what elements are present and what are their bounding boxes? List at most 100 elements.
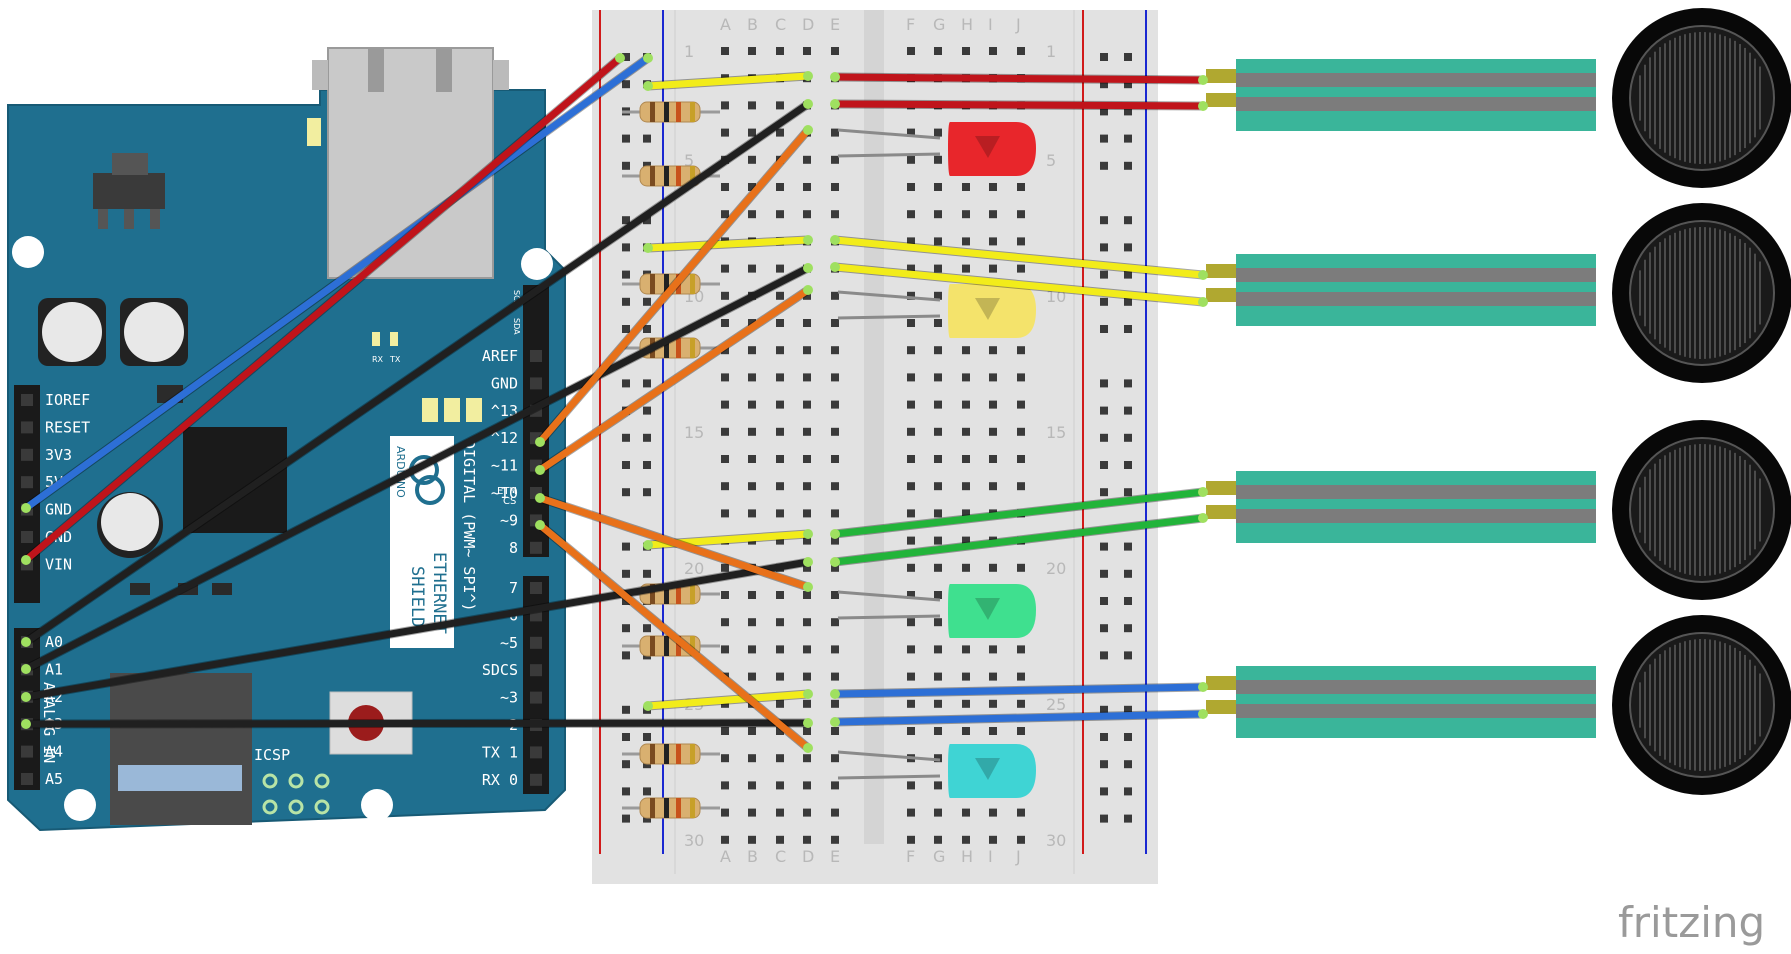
breadboard-hole (934, 672, 942, 681)
breadboard-hole (721, 509, 729, 518)
breadboard-hole (721, 128, 729, 137)
breadboard-hole (989, 237, 997, 246)
breadboard-hole (907, 291, 915, 300)
breadboard-hole (776, 699, 784, 708)
header-pin[interactable] (530, 582, 542, 594)
breadboard-hole (1017, 210, 1025, 219)
column-label: I (988, 847, 993, 866)
rail-hole (1124, 161, 1132, 170)
breadboard-hole (803, 808, 811, 817)
force-sensor (1206, 8, 1791, 188)
breadboard-hole (934, 128, 942, 137)
breadboard-hole (721, 210, 729, 219)
column-label: C (775, 847, 786, 866)
mounting-hole (521, 248, 553, 280)
breadboard-hole (1017, 563, 1025, 572)
rail-hole (622, 760, 630, 769)
column-label: F (906, 847, 915, 866)
breadboard-hole (1017, 455, 1025, 463)
breadboard-hole (1017, 264, 1025, 273)
breadboard-hole (721, 346, 729, 355)
breadboard-hole (1017, 373, 1025, 382)
header-pin[interactable] (21, 476, 33, 489)
header-pin[interactable] (530, 350, 542, 362)
breadboard-hole (907, 591, 915, 599)
wire-jumper (643, 71, 813, 91)
breadboard-hole (934, 591, 942, 599)
icsp-label: ICSP (254, 746, 290, 764)
rail-hole (1100, 107, 1108, 116)
breadboard-hole (748, 400, 756, 409)
breadboard-hole (962, 210, 970, 219)
rail-hole (643, 216, 651, 225)
rail-hole (1100, 216, 1108, 225)
pin-label: A5 (45, 770, 63, 788)
breadboard-hole (831, 373, 839, 382)
resistor (622, 797, 720, 819)
wire-d11 (535, 285, 813, 475)
rail-hole (643, 787, 651, 796)
breadboard-hole (934, 808, 942, 817)
breadboard-hole (776, 536, 784, 545)
header-pin[interactable] (21, 394, 33, 406)
column-label: J (1015, 15, 1021, 34)
ethernet-jack (327, 47, 494, 279)
header-pin[interactable] (21, 448, 33, 461)
breadboard-hole (721, 808, 729, 817)
header-pin[interactable] (530, 636, 542, 649)
header-pin[interactable] (530, 773, 542, 786)
pin-label: ~11 (491, 457, 518, 475)
breadboard-hole (776, 618, 784, 627)
header-pin[interactable] (21, 773, 33, 785)
breadboard-hole (776, 101, 784, 110)
wire-sensor-2b (830, 262, 1208, 307)
rail-hole (622, 433, 630, 442)
breadboard-hole (934, 291, 942, 300)
header-pin[interactable] (530, 541, 542, 554)
rail-hole (622, 216, 630, 225)
rail-hole (643, 488, 651, 497)
breadboard-hole (776, 400, 784, 409)
breadboard-hole (934, 455, 942, 463)
breadboard-hole (803, 509, 811, 518)
wire-jumper (643, 235, 813, 253)
breadboard-hole (748, 618, 756, 627)
breadboard-hole (721, 645, 729, 654)
mounting-hole (64, 789, 96, 821)
rail-hole (1100, 624, 1108, 633)
breadboard-hole (776, 264, 784, 273)
breadboard-hole (907, 210, 915, 219)
breadboard-hole (934, 183, 942, 191)
header-pin[interactable] (21, 745, 33, 758)
wire-5v (21, 53, 653, 513)
breadboard-hole (907, 155, 915, 164)
breadboard-hole (962, 727, 970, 735)
breadboard-hole (831, 291, 839, 300)
rail-hole (1124, 651, 1132, 660)
breadboard-hole (803, 183, 811, 191)
header-pin[interactable] (530, 664, 542, 677)
breadboard-hole (776, 455, 784, 463)
pin-label: A1 (45, 660, 63, 678)
breadboard-hole (989, 427, 997, 436)
header-pin[interactable] (530, 746, 542, 759)
breadboard-hole (1017, 427, 1025, 436)
row-label: 5 (684, 151, 694, 170)
breadboard-hole (776, 672, 784, 681)
breadboard-hole (907, 482, 915, 491)
wire-sensor-1a (830, 72, 1208, 85)
breadboard-hole (934, 47, 942, 55)
breadboard-hole (907, 427, 915, 436)
header-pin[interactable] (21, 421, 33, 434)
breadboard-hole (831, 618, 839, 627)
header-pin[interactable] (530, 377, 542, 390)
header-pin[interactable] (530, 691, 542, 704)
rail-hole (643, 624, 651, 633)
resistor (622, 101, 720, 123)
breadboard-hole (748, 482, 756, 491)
header-pin[interactable] (21, 531, 33, 543)
breadboard-hole (989, 699, 997, 708)
rail-hole (622, 270, 630, 279)
breadboard-hole (989, 835, 997, 844)
rail-hole (1100, 461, 1108, 469)
